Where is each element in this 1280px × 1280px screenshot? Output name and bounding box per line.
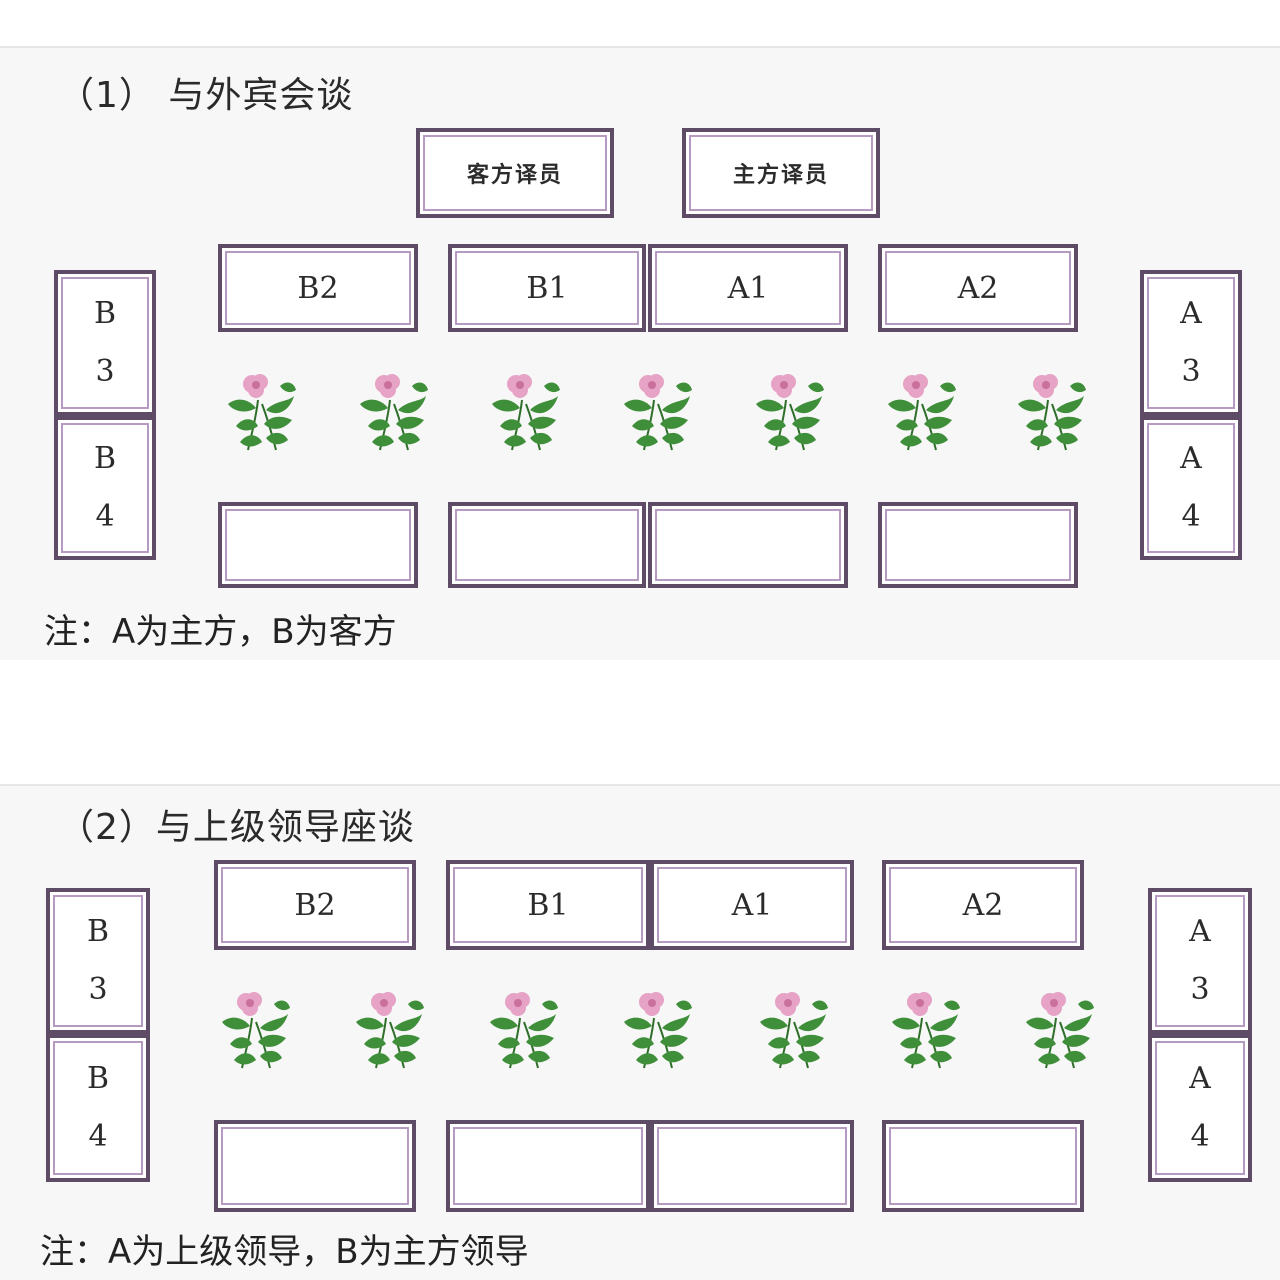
flower-icon [618,988,694,1072]
seat-a1: A1 [650,860,854,950]
flower-icon [216,988,292,1072]
empty-seat [218,502,418,588]
flower-icon [354,370,430,454]
seat-b3: B 3 [46,888,150,1034]
seat-a3: A 3 [1148,888,1252,1034]
seat-a3-letter: A [1180,296,1202,331]
seat-b3-number: 3 [88,972,108,1007]
host-interpreter-seat: 主方译员 [682,128,880,218]
section-1-title: （1） 与外宾会谈 [58,75,354,116]
empty-seat [214,1120,416,1212]
section-divider [0,784,1280,786]
flower-icon [1020,988,1096,1072]
flower-icon [886,988,962,1072]
seat-a4-number: 4 [1190,1119,1210,1154]
seat-a4-number: 4 [1181,499,1201,534]
seat-a3-number: 3 [1190,972,1210,1007]
seat-a4-letter: A [1189,1061,1211,1096]
seat-b4-number: 4 [88,1119,108,1154]
empty-seat [446,1120,650,1212]
seat-a4: A 4 [1148,1034,1252,1182]
section-1-note: 注：A为主方，B为客方 [44,612,397,652]
flower-icon [484,988,560,1072]
flower-icon [882,370,958,454]
seat-a2: A2 [882,860,1084,950]
flower-icon [754,988,830,1072]
section-2-note: 注：A为上级领导，B为主方领导 [40,1232,529,1272]
flower-icon [350,988,426,1072]
guest-interpreter-seat: 客方译员 [416,128,614,218]
section-2-title: （2）与上级领导座谈 [58,807,415,848]
seat-b3-letter: B [93,296,117,331]
seat-a3-letter: A [1189,914,1211,949]
seat-b3-number: 3 [95,354,115,389]
empty-seat [448,502,646,588]
empty-seat [650,1120,854,1212]
seat-b4-letter: B [93,441,117,476]
flower-icon [222,370,298,454]
seat-b3-letter: B [86,914,110,949]
seat-b4-number: 4 [95,499,115,534]
seat-a2: A2 [878,244,1078,332]
seat-b2: B2 [214,860,416,950]
empty-seat [648,502,848,588]
seat-a4: A 4 [1140,416,1242,560]
seat-b3: B 3 [54,270,156,416]
empty-seat [882,1120,1084,1212]
seat-b4-letter: B [86,1061,110,1096]
seat-a3: A 3 [1140,270,1242,416]
empty-seat [878,502,1078,588]
section-divider [0,46,1280,48]
flower-icon [618,370,694,454]
seat-b4: B 4 [46,1034,150,1182]
flower-icon [750,370,826,454]
seat-b1: B1 [446,860,650,950]
seat-b2: B2 [218,244,418,332]
seat-a3-number: 3 [1181,354,1201,389]
seat-a1: A1 [648,244,848,332]
flower-icon [1012,370,1088,454]
seat-b4: B 4 [54,416,156,560]
seat-a4-letter: A [1180,441,1202,476]
seat-b1: B1 [448,244,646,332]
flower-icon [486,370,562,454]
